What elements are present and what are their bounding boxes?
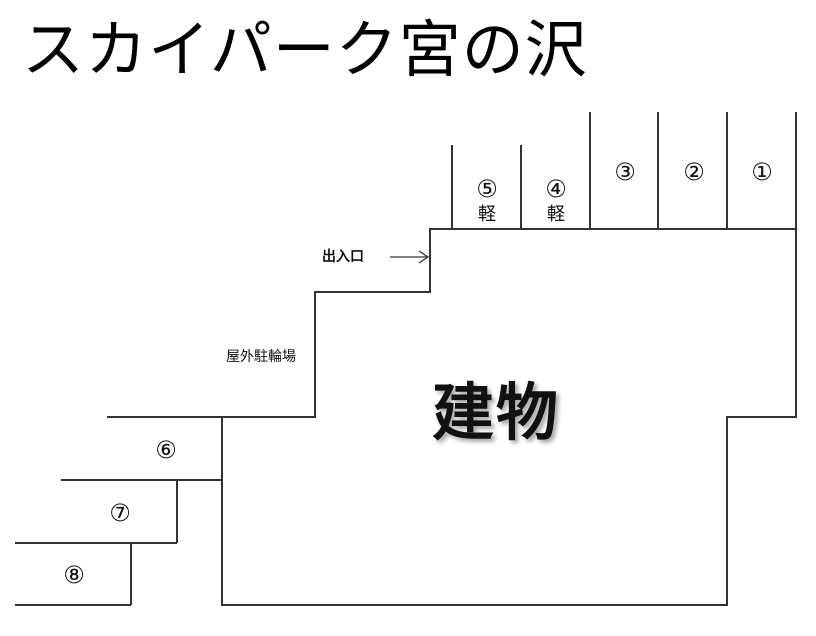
- building-label: 建物: [432, 376, 561, 449]
- parking-space-4-kei-note: 軽: [547, 204, 565, 225]
- bicycle-parking-label: 屋外駐輪場: [226, 349, 296, 365]
- parking-space-4: ④: [545, 175, 567, 203]
- entrance-label: 出入口: [322, 249, 364, 265]
- parking-space-5: ⑤: [476, 175, 498, 203]
- parking-space-5-kei-note: 軽: [478, 204, 496, 225]
- parking-space-2: ②: [683, 158, 705, 186]
- parking-space-1: ①: [751, 158, 773, 186]
- parking-space-3: ③: [614, 158, 636, 186]
- parking-space-8: ⑧: [63, 561, 85, 589]
- entrance-arrow-icon: [390, 250, 430, 264]
- page-title: スカイパーク宮の沢: [22, 13, 588, 86]
- parking-space-7: ⑦: [109, 499, 131, 527]
- parking-space-6: ⑥: [155, 436, 177, 464]
